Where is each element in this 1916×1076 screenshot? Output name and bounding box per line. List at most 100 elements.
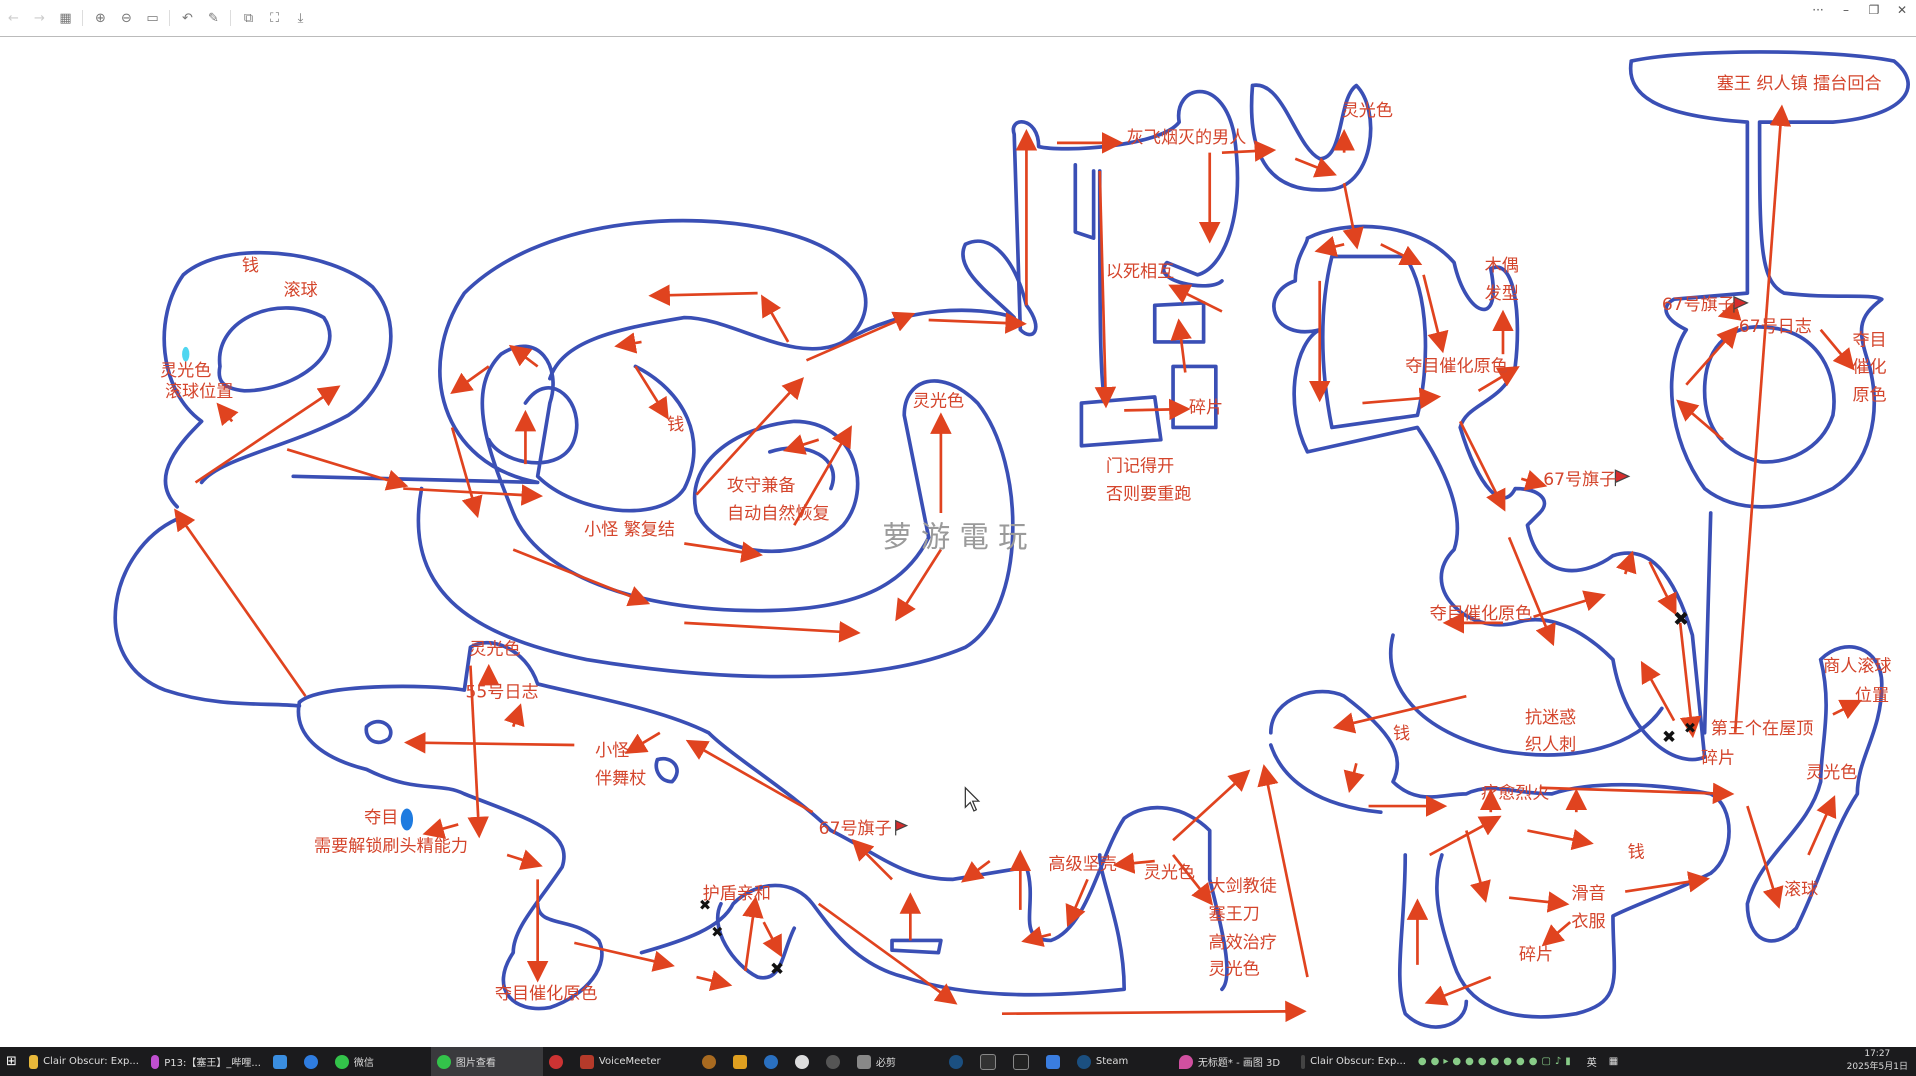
keyboard-icon[interactable]: ▦ [1608, 1056, 1619, 1067]
map-label: 67号旗子 [819, 819, 892, 839]
map-label: 大剑教徒 [1208, 877, 1276, 897]
app-icon [732, 1054, 747, 1069]
taskbar-app-icon[interactable] [1007, 1047, 1040, 1076]
map-label: 滚球 [1784, 880, 1818, 900]
taskbar-app-icon[interactable] [696, 1047, 727, 1076]
windows-icon: ⊞ [6, 1054, 17, 1069]
map-label: 碎片 [1519, 945, 1553, 965]
game-icon [1300, 1054, 1306, 1069]
svg-text:✖: ✖ [711, 924, 723, 941]
svg-text:✖: ✖ [770, 960, 784, 980]
map-label: 第三个在屋顶 [1711, 719, 1814, 739]
save-icon[interactable]: ⤓ [297, 10, 304, 26]
restore-button[interactable]: ❐ [1868, 3, 1880, 17]
zoom-out-icon[interactable]: ⊖ [121, 10, 132, 26]
share-icon[interactable]: ⧉ [243, 10, 254, 26]
map-label: 塞王刀 [1208, 905, 1259, 925]
taskbar-item-label: 必剪 [875, 1058, 896, 1069]
mouse-cursor-icon [964, 786, 981, 812]
taskbar-app-icon[interactable] [789, 1047, 820, 1076]
map-label: 67号日志 [1739, 317, 1812, 337]
ime-indicator[interactable]: 英 [1586, 1058, 1597, 1069]
map-label: 护盾亲和 [703, 884, 771, 904]
taskbar-item-wechat[interactable]: 微信 [329, 1047, 431, 1076]
map-label: 灰飞烟灭的男人 [1127, 128, 1247, 148]
grid-icon[interactable]: ▦ [59, 10, 72, 26]
app-icon [763, 1054, 778, 1069]
epic-icon [979, 1053, 996, 1070]
clock[interactable]: 17:27 2025年5月1日 [1847, 1048, 1908, 1074]
taskbar-app-icon[interactable] [298, 1047, 329, 1076]
map-label: 碎片 [1189, 398, 1223, 418]
fullscreen-icon[interactable]: ⛶ [269, 10, 280, 26]
map-label: 碎片 [1701, 748, 1735, 768]
divider [230, 10, 231, 26]
map-label: 织人刺 [1525, 735, 1576, 755]
map-label: 塞王 织人镇 擂台回合 [1717, 74, 1882, 94]
taskbar-item-bijian[interactable]: 必剪 [851, 1047, 943, 1076]
taskbar-app-icon[interactable] [758, 1047, 789, 1076]
back-icon[interactable]: ← [8, 10, 19, 26]
map-label: 夺目催化原色 [1405, 356, 1508, 376]
taskbar-app-icon[interactable] [943, 1047, 974, 1076]
app-icon [1045, 1054, 1060, 1069]
map-label: 55号日志 [466, 682, 539, 702]
system-tray-icons[interactable]: ●●▸●●●●●●●▢♪▮ [1417, 1056, 1575, 1067]
viewer-toolbar: ← → ▦ ⊕ ⊖ ▭ ↶ ✎ ⧉ ⛶ ⤓ ··· – ❐ ✕ [0, 0, 1916, 37]
taskbar-item-paint3d[interactable]: 无标题* - 画图 3D [1173, 1047, 1295, 1076]
map-label: 灵光色 [1342, 101, 1393, 121]
taskbar-app-icon[interactable] [974, 1047, 1007, 1076]
map-label: 钱 [667, 415, 684, 435]
taskbar-item-label: 图片查看 [455, 1058, 496, 1069]
map-label: 高效治疗 [1208, 933, 1276, 953]
actual-size-icon[interactable]: ▭ [146, 10, 159, 26]
cyan-marker [182, 346, 190, 362]
map-label: 钱 [1628, 842, 1645, 862]
map-outlines [113, 50, 1910, 1029]
map-label: 催化 [1852, 358, 1886, 378]
map-label: 高级坚壳 [1048, 855, 1116, 875]
edit-icon[interactable]: ✎ [208, 10, 219, 26]
voicemeeter-icon [579, 1054, 594, 1069]
taskbar-item-steam[interactable]: Steam [1071, 1047, 1173, 1076]
close-button[interactable]: ✕ [1896, 3, 1908, 17]
taskbar-app-icon[interactable] [820, 1047, 851, 1076]
k-app-icon [303, 1054, 318, 1069]
more-button[interactable]: ··· [1812, 3, 1824, 17]
map-label: 木偶 [1485, 256, 1519, 276]
z-app-icon [1012, 1053, 1029, 1070]
rotate-icon[interactable]: ↶ [182, 10, 193, 26]
map-label: 门记得开 [1106, 456, 1174, 476]
taskbar-item-explorer[interactable]: Clair Obscur: Exp... [23, 1047, 145, 1076]
map-label: 灵光色 [1144, 863, 1195, 883]
blue-marker [400, 808, 414, 831]
taskbar-item-browser[interactable]: P13:【塞王】_哔哩... [145, 1047, 267, 1076]
taskbar-app-icon[interactable] [543, 1047, 574, 1076]
taskbar-app-icon[interactable] [727, 1047, 758, 1076]
taskbar-item-voicemeeter[interactable]: VoiceMeeter [574, 1047, 696, 1076]
window-controls: ··· – ❐ ✕ [1804, 0, 1916, 20]
steam-icon [1076, 1054, 1091, 1069]
taskbar-app-icon[interactable] [267, 1047, 298, 1076]
map-label: 否则要重跑 [1106, 485, 1191, 505]
map-label: 滚球位置 [165, 382, 233, 402]
taskbar-app-icon[interactable] [1040, 1047, 1071, 1076]
start-button[interactable]: ⊞ [0, 1047, 23, 1076]
map-label: 钱 [242, 256, 259, 276]
map-label: 位置 [1855, 686, 1889, 706]
flag-icons [895, 295, 1749, 836]
map-label: 67号旗子 [1543, 470, 1616, 490]
wechat-icon [334, 1054, 349, 1069]
map-label: 灵光色 [160, 361, 211, 381]
divider [169, 10, 170, 26]
taskbar-item-label: Clair Obscur: Exp... [43, 1056, 139, 1067]
map-label: 灵光色 [913, 392, 964, 412]
forward-icon[interactable]: → [34, 10, 45, 26]
zoom-in-icon[interactable]: ⊕ [95, 10, 106, 26]
taskbar-item-photo-viewer[interactable]: 图片查看 [430, 1047, 543, 1076]
taskbar-item-label: Clair Obscur: Exp... [1310, 1056, 1406, 1067]
map-label: 灵光色 [469, 640, 520, 660]
taskbar-item-game[interactable]: Clair Obscur: Exp... [1295, 1047, 1412, 1076]
minimize-button[interactable]: – [1843, 3, 1849, 17]
